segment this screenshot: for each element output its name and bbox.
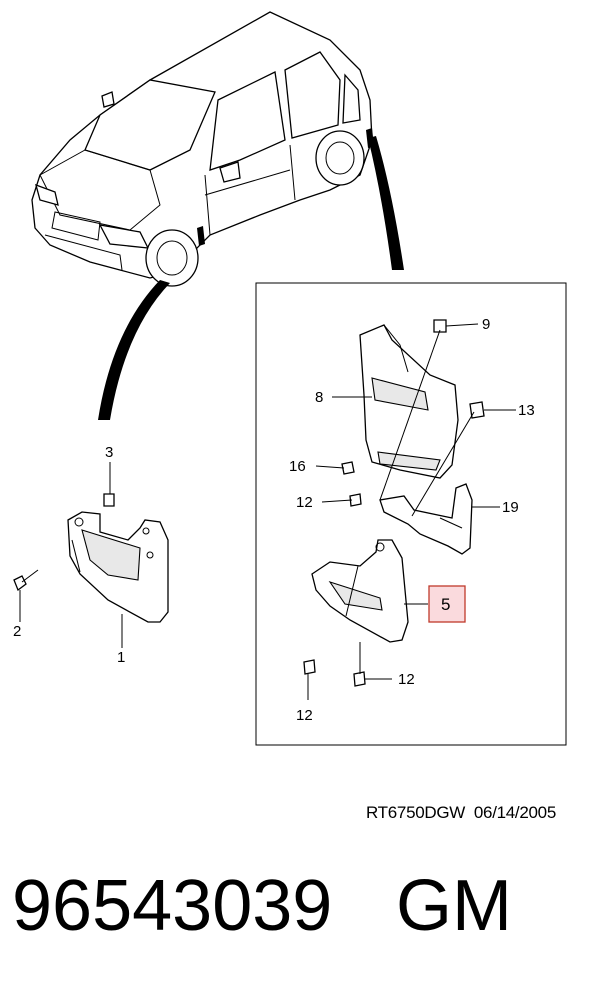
part-number: 96543039 (12, 866, 333, 946)
callout-9: 9 (482, 316, 490, 333)
callout-12-lower: 12 (296, 707, 313, 724)
rear-mudflap-group (303, 319, 485, 687)
callout-12-right: 12 (398, 671, 415, 688)
leader-band-front (98, 280, 170, 420)
callout-12-upper: 12 (296, 494, 313, 511)
leader-band-rear (368, 136, 404, 270)
car-illustration (31, 11, 374, 287)
detail-frame (255, 282, 567, 746)
callout-3: 3 (105, 444, 113, 461)
callout-1: 1 (117, 649, 125, 666)
callout-5-highlight (428, 585, 466, 623)
callout-8: 8 (315, 389, 323, 406)
front-mudflap-group (13, 493, 169, 623)
leader-lines (19, 323, 516, 700)
callout-19: 19 (502, 499, 519, 516)
callout-2: 2 (13, 623, 21, 640)
reference-id: RT6750DGW (366, 803, 466, 822)
brand-name: GM (396, 866, 512, 946)
reference-code: RT6750DGW 06/14/2005 (366, 803, 556, 823)
reference-date: 06/14/2005 (473, 803, 556, 822)
callout-5: 5 (441, 595, 450, 614)
callout-13: 13 (518, 402, 535, 419)
callout-16: 16 (289, 458, 306, 475)
